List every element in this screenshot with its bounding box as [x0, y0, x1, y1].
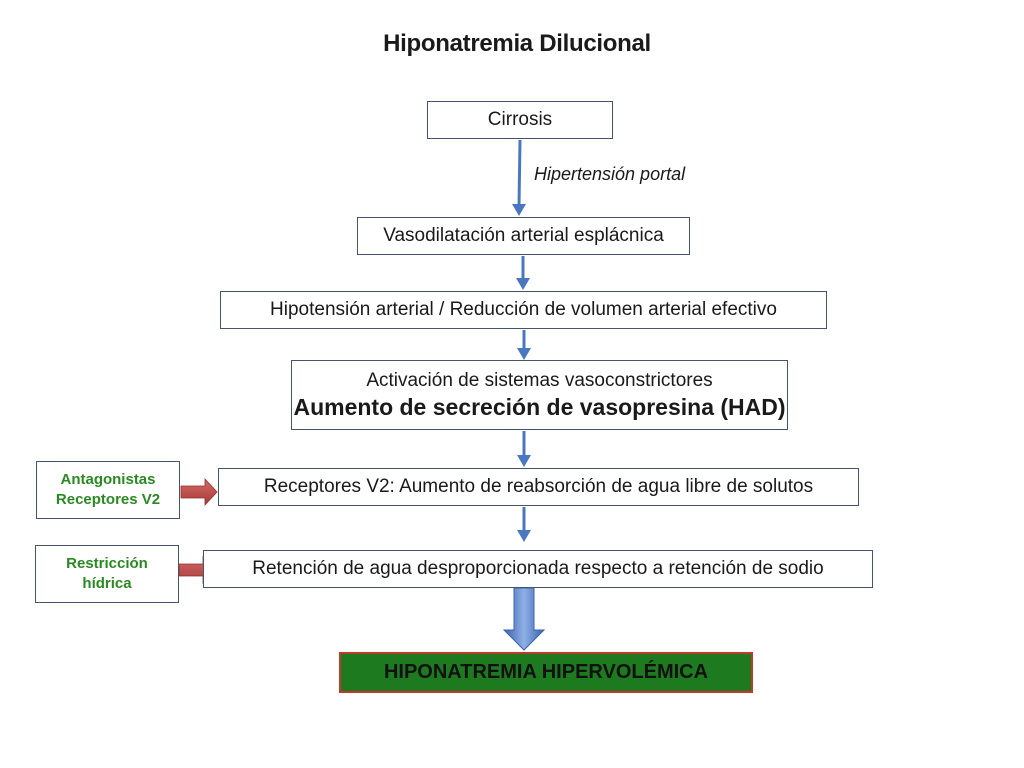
diagram-title: Hiponatremia Dilucional	[383, 30, 651, 57]
arrow-receptores-to-retencion	[517, 507, 531, 542]
node-vasodilatacion-label: Vasodilatación arterial esplácnica	[383, 225, 664, 247]
node-hipotension-label: Hipotensión arterial / Reducción de volu…	[270, 299, 777, 321]
node-retencion-label: Retención de agua desproporcionada respe…	[252, 558, 824, 580]
node-retencion: Retención de agua desproporcionada respe…	[203, 550, 873, 588]
intervention-antagonistas: Antagonistas Receptores V2	[36, 461, 180, 519]
intervention-restriccion-line2: hídrica	[82, 575, 132, 592]
intervention-antagonistas-line2: Receptores V2	[55, 491, 161, 508]
arrow-hipotension-to-activacion	[517, 330, 531, 360]
arrow-antagonistas-to-receptores	[180, 477, 218, 507]
node-cirrosis-label: Cirrosis	[487, 109, 553, 131]
node-activacion-line2: Aumento de secreción de vasopresina (HAD…	[293, 393, 786, 420]
arrow-cirrosis-to-vasodilatacion	[512, 139, 526, 216]
node-cirrosis: Cirrosis	[427, 101, 613, 139]
edge-label-hipertension-portal: Hipertensión portal	[534, 164, 686, 184]
node-final-label: HIPONATREMIA HIPERVOLÉMICA	[383, 661, 709, 683]
node-activacion-line1: Activación de sistemas vasoconstrictores	[366, 369, 713, 391]
node-final: HIPONATREMIA HIPERVOLÉMICA	[339, 652, 753, 693]
node-vasodilatacion: Vasodilatación arterial esplácnica	[357, 217, 690, 255]
arrow-retencion-to-final	[502, 587, 546, 651]
intervention-restriccion-line1: Restricción	[66, 554, 148, 572]
arrow-vasodilatacion-to-hipotension	[516, 256, 530, 290]
node-activacion: Activación de sistemas vasoconstrictores…	[291, 360, 788, 430]
arrow-activacion-to-receptores	[517, 431, 531, 467]
intervention-antagonistas-line1: Antagonistas	[60, 470, 156, 488]
intervention-restriccion: Restricción hídrica	[35, 545, 179, 603]
node-receptores: Receptores V2: Aumento de reabsorción de…	[218, 468, 859, 506]
node-hipotension: Hipotensión arterial / Reducción de volu…	[220, 291, 827, 329]
node-receptores-label: Receptores V2: Aumento de reabsorción de…	[263, 476, 814, 498]
